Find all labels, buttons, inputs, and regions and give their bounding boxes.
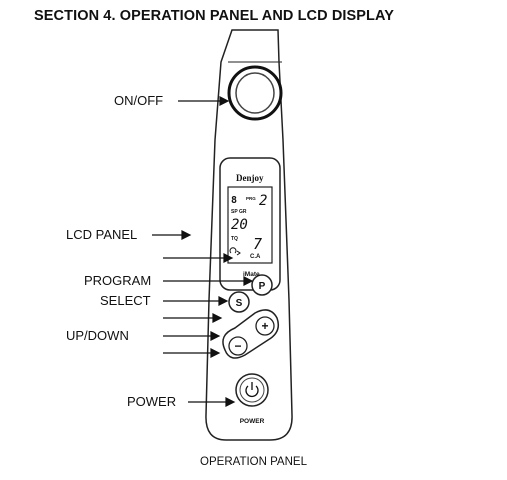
program-button[interactable] [251, 274, 273, 296]
figure-caption: OPERATION PANEL [200, 456, 307, 468]
lcd-torque-label: TQ [231, 236, 238, 242]
program-button-label: P [259, 281, 266, 292]
on-off-button[interactable] [227, 65, 283, 121]
up-button[interactable] [255, 316, 275, 336]
power-icon [245, 382, 259, 398]
pointer-arrow-1 [163, 253, 234, 263]
lcd-screen [227, 186, 273, 264]
select-button-label: S [236, 298, 243, 309]
label-power: POWER [127, 394, 177, 409]
label-program: PROGRAM [84, 273, 152, 288]
up-button-label: + [261, 319, 268, 333]
program-arrow [163, 276, 254, 286]
label-select: SELECT [100, 293, 151, 308]
up-down-arrow-3 [163, 348, 221, 358]
label-up-down: UP/DOWN [66, 328, 129, 343]
lcd-torque-value: 7 [253, 235, 262, 253]
on-off-arrow [178, 96, 230, 106]
power-button-label: POWER [240, 418, 265, 425]
lcd-sp-gr-label: SP GR [231, 209, 247, 215]
lcd-panel-arrow [152, 230, 192, 240]
lcd-mode-label: C.A [250, 254, 261, 260]
lcd-speed-value: 20 [231, 217, 248, 233]
select-arrow [163, 296, 229, 306]
label-lcd-panel: LCD PANEL [66, 227, 138, 242]
lcd-program-indicator: PRG [246, 196, 256, 201]
brand-logo: Denjoy [236, 173, 264, 183]
power-arrow [188, 397, 236, 407]
model-name: iMate [243, 271, 260, 278]
select-button[interactable] [228, 291, 250, 313]
down-button[interactable] [228, 336, 248, 356]
lcd-program-number: 2 [259, 193, 267, 209]
up-down-arrow-2 [163, 331, 221, 341]
up-down-arrow-1 [163, 313, 223, 323]
page-title: SECTION 4. OPERATION PANEL AND LCD DISPL… [34, 8, 395, 24]
lcd-top-left-digit: 8 [231, 195, 237, 206]
label-on-off: ON/OFF [114, 93, 164, 108]
rotation-arrows-icon [229, 247, 241, 256]
down-button-label: − [234, 339, 241, 353]
